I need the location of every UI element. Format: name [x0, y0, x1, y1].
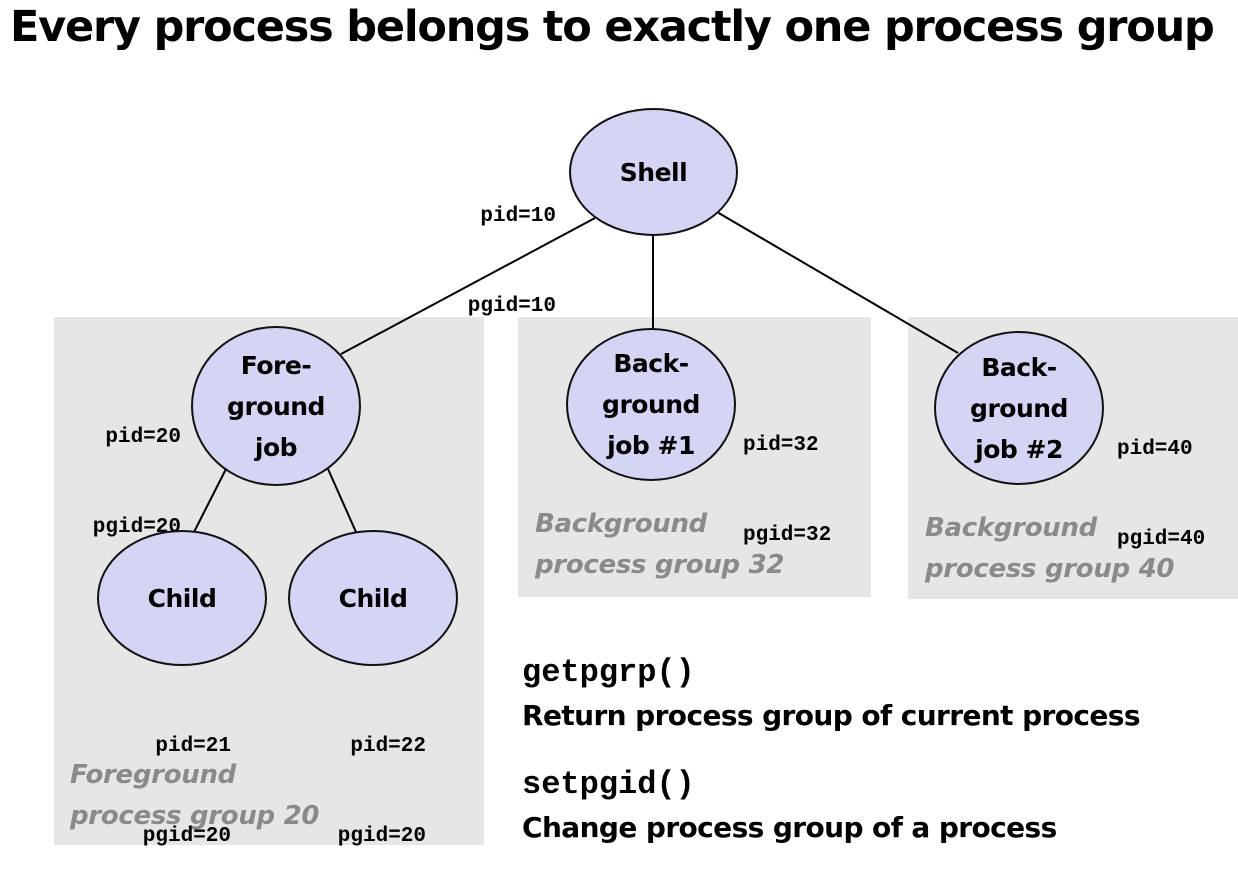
- background-group-32-label-line1: Background: [535, 509, 707, 539]
- child-2-node-label: Child: [338, 583, 408, 613]
- shell-node: Shell: [569, 108, 738, 236]
- edge-shell-foreground: [340, 217, 596, 355]
- shell-ids: pid=10 pgid=10: [468, 142, 556, 352]
- child-1-pid: pid=21: [155, 735, 231, 758]
- shell-pid: pid=10: [480, 205, 556, 228]
- background-group-40-label-line1: Background: [925, 513, 1097, 543]
- background-job-2-pid: pid=40: [1117, 438, 1193, 461]
- foreground-group-label: Foreground process group 20: [70, 755, 320, 837]
- foreground-group-label-line2: process group 20: [70, 801, 320, 831]
- background-job-1-pgid: pgid=32: [743, 524, 832, 547]
- child-1-pgid: pgid=20: [142, 825, 231, 848]
- edge-foreground-child-1: [193, 468, 227, 533]
- getpgrp-function-name: getpgrp(): [522, 654, 695, 691]
- background-job-1-ids: pid=32 pgid=32: [743, 371, 831, 581]
- child-2-node: Child: [288, 530, 458, 666]
- shell-node-label: Shell: [619, 157, 688, 187]
- background-job-1-pid: pid=32: [743, 434, 819, 457]
- background-job-2-pgid: pgid=40: [1117, 528, 1206, 551]
- child-2-pgid: pgid=20: [337, 825, 426, 848]
- background-group-40-label: Background process group 40: [925, 508, 1175, 590]
- shell-pgid: pgid=10: [467, 295, 556, 318]
- child-1-ids: pid=21 pgid=20: [143, 672, 231, 882]
- foreground-group-label-line1: Foreground: [70, 760, 236, 790]
- background-job-2-ids: pid=40 pgid=40: [1117, 375, 1205, 585]
- child-1-node: Child: [97, 530, 267, 666]
- background-job-2-node-label: Back- ground job #2: [970, 352, 1068, 464]
- child-1-node-label: Child: [147, 583, 217, 613]
- foreground-job-node: Fore- ground job: [191, 326, 361, 486]
- foreground-job-pid: pid=20: [105, 426, 181, 449]
- foreground-job-node-label: Fore- ground job: [227, 350, 325, 462]
- background-group-32-label: Background process group 32: [535, 504, 785, 586]
- background-job-2-node: Back- ground job #2: [934, 331, 1104, 485]
- background-job-1-node-label: Back- ground job #1: [602, 349, 700, 460]
- child-2-pid: pid=22: [350, 735, 426, 758]
- child-2-ids: pid=22 pgid=20: [338, 672, 426, 882]
- edge-shell-background-2: [716, 211, 959, 354]
- background-group-40-label-line2: process group 40: [925, 554, 1175, 584]
- getpgrp-function-description: Return process group of current process: [522, 699, 1141, 732]
- setpgid-function-name: setpgid(): [522, 766, 695, 803]
- edge-foreground-child-2: [327, 468, 357, 533]
- process-tree-edges: [193, 211, 959, 533]
- background-job-1-node: Back- ground job #1: [566, 328, 736, 481]
- setpgid-function-description: Change process group of a process: [522, 811, 1057, 844]
- page-title: Every process belongs to exactly one pro…: [10, 2, 1215, 52]
- background-group-32-label-line2: process group 32: [535, 550, 785, 580]
